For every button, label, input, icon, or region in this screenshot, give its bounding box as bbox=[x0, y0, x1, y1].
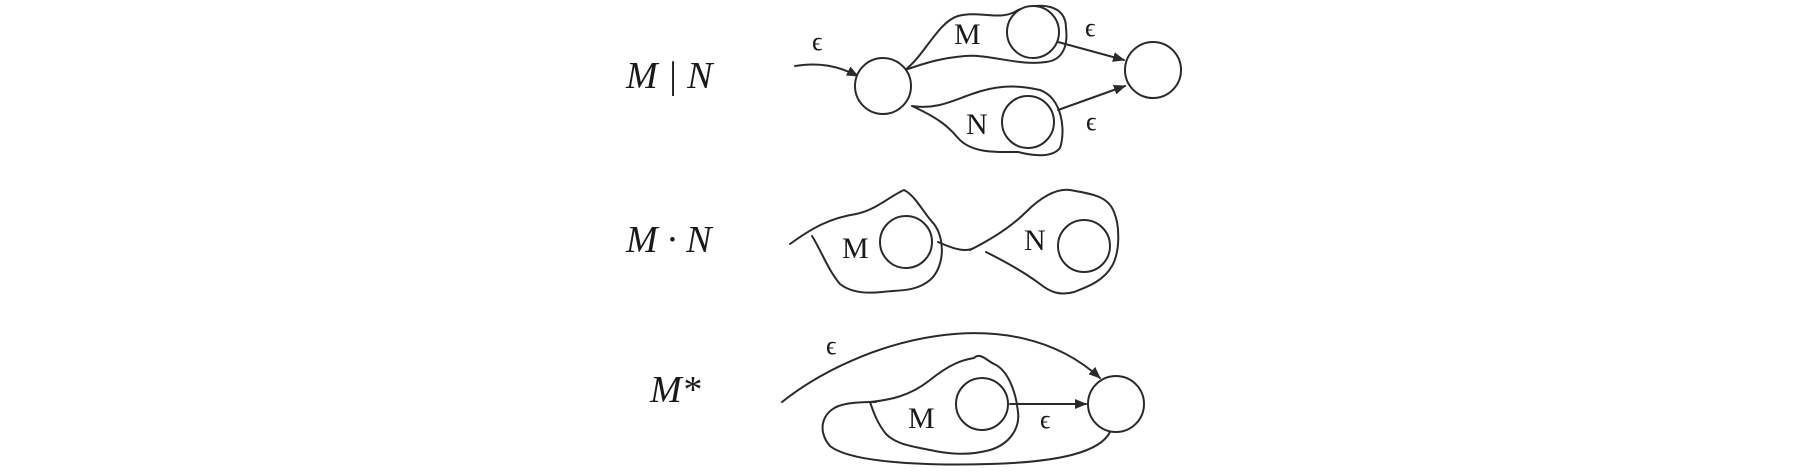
union-n-out-epsilon: ϵ bbox=[1086, 107, 1097, 136]
star-machine-m-label: M bbox=[908, 402, 935, 435]
star-skip-arrow bbox=[781, 332, 1101, 403]
union-start-arrow bbox=[794, 63, 859, 77]
star-out-epsilon: ϵ bbox=[1040, 405, 1051, 434]
union-row-label: M | N bbox=[625, 55, 715, 97]
union-n-out-arrow bbox=[1057, 85, 1126, 111]
concat-machine-n-outline bbox=[969, 188, 1120, 295]
star-row: M* ϵ M ϵ bbox=[649, 331, 1145, 466]
union-machine-n-label: N bbox=[966, 108, 988, 141]
star-machine-m-outline bbox=[869, 354, 1020, 455]
union-final-state bbox=[1124, 41, 1182, 99]
union-row: M | N ϵ M N ϵ ϵ bbox=[625, 4, 1182, 157]
star-row-label: M* bbox=[649, 369, 701, 411]
union-machine-n-outline bbox=[911, 85, 1064, 157]
concat-machine-n-label: N bbox=[1024, 224, 1046, 257]
union-start-state bbox=[854, 57, 912, 115]
star-machine-m-final-state bbox=[955, 377, 1009, 431]
union-machine-m-label: M bbox=[954, 18, 981, 51]
concat-row: M · N M N bbox=[625, 188, 1120, 295]
concat-machine-m-outline bbox=[789, 189, 943, 294]
union-machine-m-final-state bbox=[1006, 5, 1060, 59]
concat-machine-m-label: M bbox=[842, 232, 869, 265]
concat-machine-m-final-state bbox=[879, 215, 933, 269]
star-skip-epsilon: ϵ bbox=[826, 331, 837, 360]
union-start-epsilon: ϵ bbox=[812, 27, 823, 56]
concat-row-label: M · N bbox=[625, 219, 714, 261]
union-machine-m-outline bbox=[904, 4, 1068, 71]
concat-link bbox=[937, 241, 975, 251]
union-m-out-arrow bbox=[1057, 41, 1125, 62]
union-m-out-epsilon: ϵ bbox=[1085, 13, 1096, 42]
star-loop-back bbox=[821, 401, 1111, 466]
concat-machine-n-final-state bbox=[1057, 219, 1111, 273]
star-final-state bbox=[1087, 375, 1145, 433]
union-machine-n-final-state bbox=[1001, 95, 1055, 149]
